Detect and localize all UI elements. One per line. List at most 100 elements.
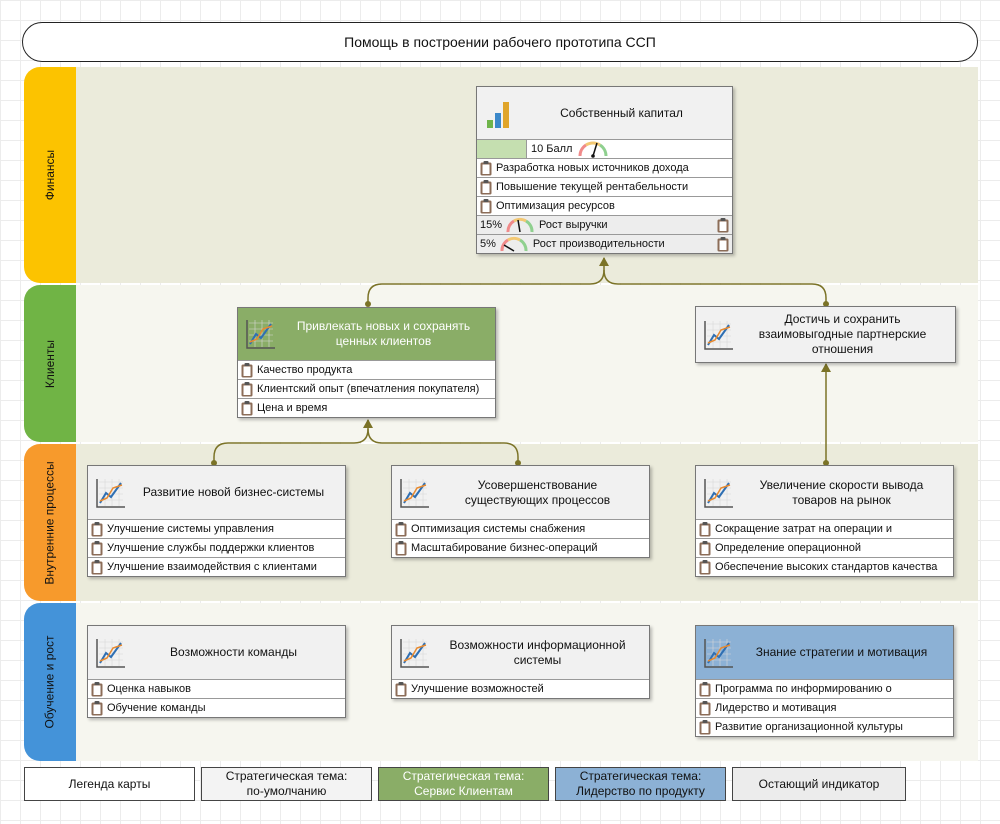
clipboard-icon [699,719,711,734]
clipboard-icon [241,400,253,415]
trend-chart-icon [704,320,733,350]
clipboard-icon [480,179,492,194]
objective-header: Возможности команды [88,626,345,679]
item-label: Обеспечение высоких стандартов качества [715,561,938,573]
list-item[interactable]: Клиентский опыт (впечатления покупателя) [238,379,495,398]
list-item[interactable]: Оптимизация системы снабжения [392,519,649,538]
item-label: Оценка навыков [107,683,191,695]
objective-improve-card[interactable]: Усовершенствование существующих процессо… [391,465,650,558]
objective-infosys-card[interactable]: Возможности информационной системы Улучш… [391,625,650,699]
objective-header: Усовершенствование существующих процессо… [392,466,649,519]
perspective-learning-tab[interactable]: Обучение и рост [24,603,76,761]
clipboard-icon [699,681,711,696]
objective-attract-card[interactable]: Привлекать новых и сохранять ценных клие… [237,307,496,418]
trend-chart-icon [96,638,125,668]
list-item[interactable]: Оптимизация ресурсов [477,196,732,215]
gauge-icon [506,217,534,233]
legend-map-legend[interactable]: Легенда карты [24,767,195,801]
clipboard-icon [699,521,711,536]
objective-title: Возможности команды [170,645,297,659]
list-item[interactable]: Цена и время [238,398,495,417]
list-item[interactable]: Качество продукта [238,360,495,379]
clipboard-icon [699,700,711,715]
item-label: Клиентский опыт (впечатления покупателя) [257,383,480,395]
list-item[interactable]: Повышение текущей рентабельности [477,177,732,196]
list-item[interactable]: Программа по информированию о [696,679,953,698]
trend-chart-icon [704,478,733,508]
list-item[interactable]: Лидерство и мотивация [696,698,953,717]
objective-title: Достичь и сохранить взаимовыгодные партн… [758,312,927,356]
item-label: Лидерство и мотивация [715,702,837,714]
objective-speed-card[interactable]: Увеличение скорости вывода товаров на ры… [695,465,954,577]
list-item[interactable]: Оценка навыков [88,679,345,698]
gauge-icon [500,236,528,252]
trend-chart-icon [246,320,275,349]
bar-chart-icon [487,102,509,128]
score-bar [477,140,527,158]
kpi-row[interactable]: 15% Рост выручки [477,215,732,234]
item-label: Сокращение затрат на операции и [715,523,893,535]
perspective-processes-tab[interactable]: Внутренние процессы [24,444,76,601]
perspective-finance-tab[interactable]: Финансы [24,67,76,283]
list-item[interactable]: Сокращение затрат на операции и [696,519,953,538]
list-item[interactable]: Масштабирование бизнес-операций [392,538,649,557]
clipboard-icon [395,540,407,555]
objective-title: Собственный капитал [560,105,683,120]
item-label: Разработка новых источников дохода [496,162,689,174]
list-item[interactable]: Улучшение системы управления [88,519,345,538]
gauge-icon [578,141,608,158]
map-title: Помощь в построении рабочего прототипа С… [22,22,978,62]
perspective-clients-tab[interactable]: Клиенты [24,285,76,442]
legend-theme-customer-service[interactable]: Стратегическая тема: Сервис Клиентам [378,767,549,801]
objective-partner-card[interactable]: Достичь и сохранить взаимовыгодные партн… [695,306,956,363]
score-value: 10 Балл [531,143,573,155]
item-label: Обучение команды [107,702,206,714]
list-item[interactable]: Улучшение возможностей [392,679,649,698]
list-item[interactable]: Обеспечение высоких стандартов качества [696,557,953,576]
objective-title: Возможности информационной системы [449,637,626,667]
objective-strategy-card[interactable]: Знание стратегии и мотивация Программа п… [695,625,954,737]
clipboard-icon [241,362,253,377]
legend-lagging-indicator[interactable]: Остающий индикатор [732,767,906,801]
objective-title: Развитие новой бизнес-системы [142,485,325,499]
clipboard-icon [241,381,253,396]
item-label: Улучшение службы поддержки клиентов [107,542,315,554]
kpi-row[interactable]: 5% Рост производительности [477,234,732,253]
item-label: Качество продукта [257,364,353,376]
list-item[interactable]: Развитие организационной культуры [696,717,953,736]
objective-title: Знание стратегии и мотивация [755,645,928,659]
kpi-label: Рост выручки [539,219,608,231]
score-row: 10 Балл [477,139,732,158]
trend-chart-icon [96,478,125,508]
clipboard-icon [699,540,711,555]
clipboard-icon [395,681,407,696]
objective-team-card[interactable]: Возможности команды Оценка навыков Обуче… [87,625,346,718]
list-item[interactable]: Улучшение взаимодействия с клиентами [88,557,345,576]
clipboard-icon [91,540,103,555]
clipboard-icon [91,559,103,574]
objective-header: Собственный капитал [477,87,732,139]
trend-chart-icon [400,478,429,508]
item-label: Цена и время [257,402,328,414]
objective-title: Усовершенствование существующих процессо… [464,477,611,507]
objective-newbiz-card[interactable]: Развитие новой бизнес-системы Улучшение … [87,465,346,577]
clipboard-icon [480,198,492,213]
legend-theme-product-leadership[interactable]: Стратегическая тема: Лидерство по продук… [555,767,726,801]
clipboard-icon [91,700,103,715]
item-label: Улучшение системы управления [107,523,274,535]
item-label: Оптимизация ресурсов [496,200,615,212]
list-item[interactable]: Улучшение службы поддержки клиентов [88,538,345,557]
list-item[interactable]: Разработка новых источников дохода [477,158,732,177]
list-item[interactable]: Определение операционной [696,538,953,557]
item-label: Развитие организационной культуры [715,721,903,733]
trend-chart-icon [704,638,733,668]
objective-header: Развитие новой бизнес-системы [88,466,345,519]
item-label: Программа по информированию о [715,683,892,695]
list-item[interactable]: Обучение команды [88,698,345,717]
kpi-percent: 5% [480,238,496,250]
objective-equity-card[interactable]: Собственный капитал 10 Балл Разработка н… [476,86,733,254]
legend-theme-default[interactable]: Стратегическая тема: по-умолчанию [201,767,372,801]
clipboard-icon [91,681,103,696]
clipboard-icon [91,521,103,536]
